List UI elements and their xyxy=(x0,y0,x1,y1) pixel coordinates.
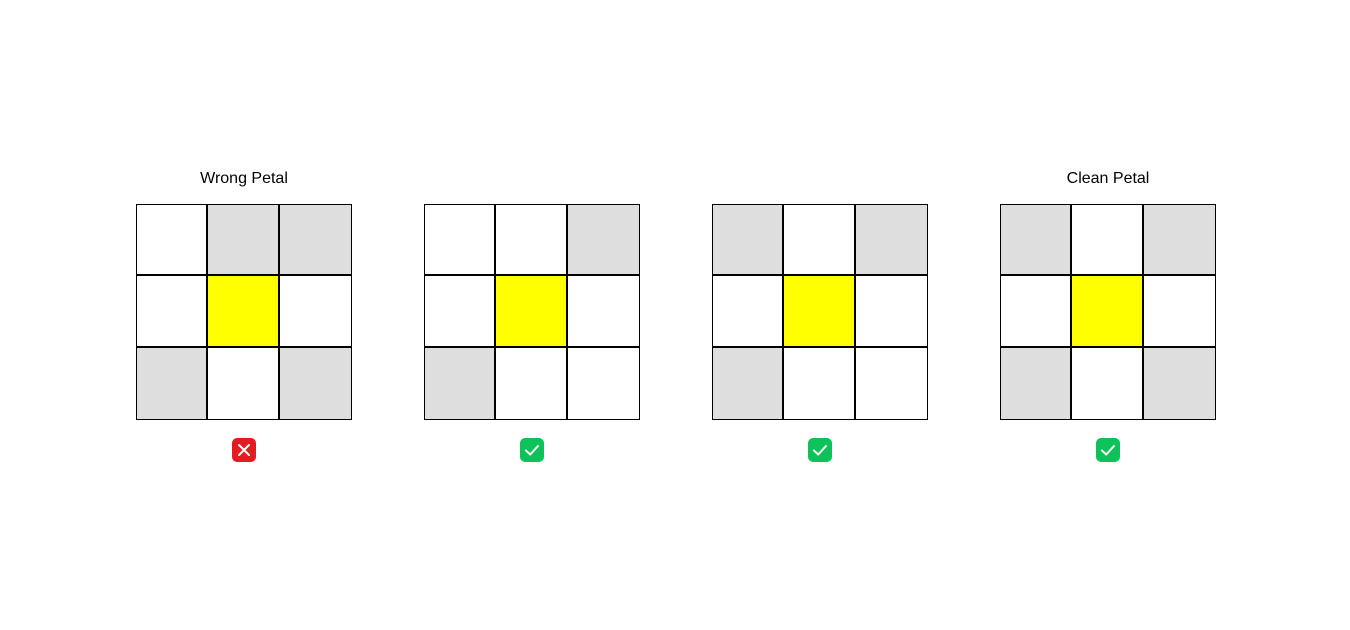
petal-grid xyxy=(712,204,928,420)
gray-cell xyxy=(567,205,639,277)
gray-cell xyxy=(279,205,351,277)
panel-title xyxy=(424,168,640,190)
white-cell xyxy=(713,276,785,348)
gray-cell xyxy=(1143,347,1215,419)
gray-cell xyxy=(1001,205,1073,277)
panel-title xyxy=(712,168,928,190)
white-cell xyxy=(137,205,209,277)
white-cell xyxy=(1143,276,1215,348)
petal-panel-1: Wrong Petal xyxy=(136,168,352,462)
white-cell xyxy=(496,205,568,277)
center-cell xyxy=(208,276,280,348)
white-cell xyxy=(1072,347,1144,419)
check-icon xyxy=(1096,438,1120,462)
gray-cell xyxy=(1143,205,1215,277)
petal-grid xyxy=(424,204,640,420)
center-cell xyxy=(784,276,856,348)
white-cell xyxy=(1001,276,1073,348)
gray-cell xyxy=(855,205,927,277)
white-cell xyxy=(208,347,280,419)
white-cell xyxy=(567,347,639,419)
petal-grid xyxy=(136,204,352,420)
gray-cell xyxy=(208,205,280,277)
gray-cell xyxy=(1001,347,1073,419)
cross-icon xyxy=(232,438,256,462)
white-cell xyxy=(279,276,351,348)
gray-cell xyxy=(279,347,351,419)
white-cell xyxy=(137,276,209,348)
center-cell xyxy=(496,276,568,348)
panel-title-clean-petal: Clean Petal xyxy=(1066,170,1150,187)
white-cell xyxy=(567,276,639,348)
white-cell xyxy=(1072,205,1144,277)
center-cell xyxy=(1072,276,1144,348)
petal-panel-3 xyxy=(712,168,928,462)
white-cell xyxy=(855,276,927,348)
gray-cell xyxy=(137,347,209,419)
gray-cell xyxy=(713,347,785,419)
petal-panel-2 xyxy=(424,168,640,462)
panel-title-wrong-petal: Wrong Petal xyxy=(200,170,288,187)
gray-cell xyxy=(425,347,497,419)
white-cell xyxy=(784,205,856,277)
white-cell xyxy=(496,347,568,419)
white-cell xyxy=(425,276,497,348)
gray-cell xyxy=(713,205,785,277)
check-icon xyxy=(808,438,832,462)
white-cell xyxy=(855,347,927,419)
white-cell xyxy=(784,347,856,419)
petal-grid xyxy=(1000,204,1216,420)
check-icon xyxy=(520,438,544,462)
white-cell xyxy=(425,205,497,277)
petal-panel-4: Clean Petal xyxy=(1000,168,1216,462)
